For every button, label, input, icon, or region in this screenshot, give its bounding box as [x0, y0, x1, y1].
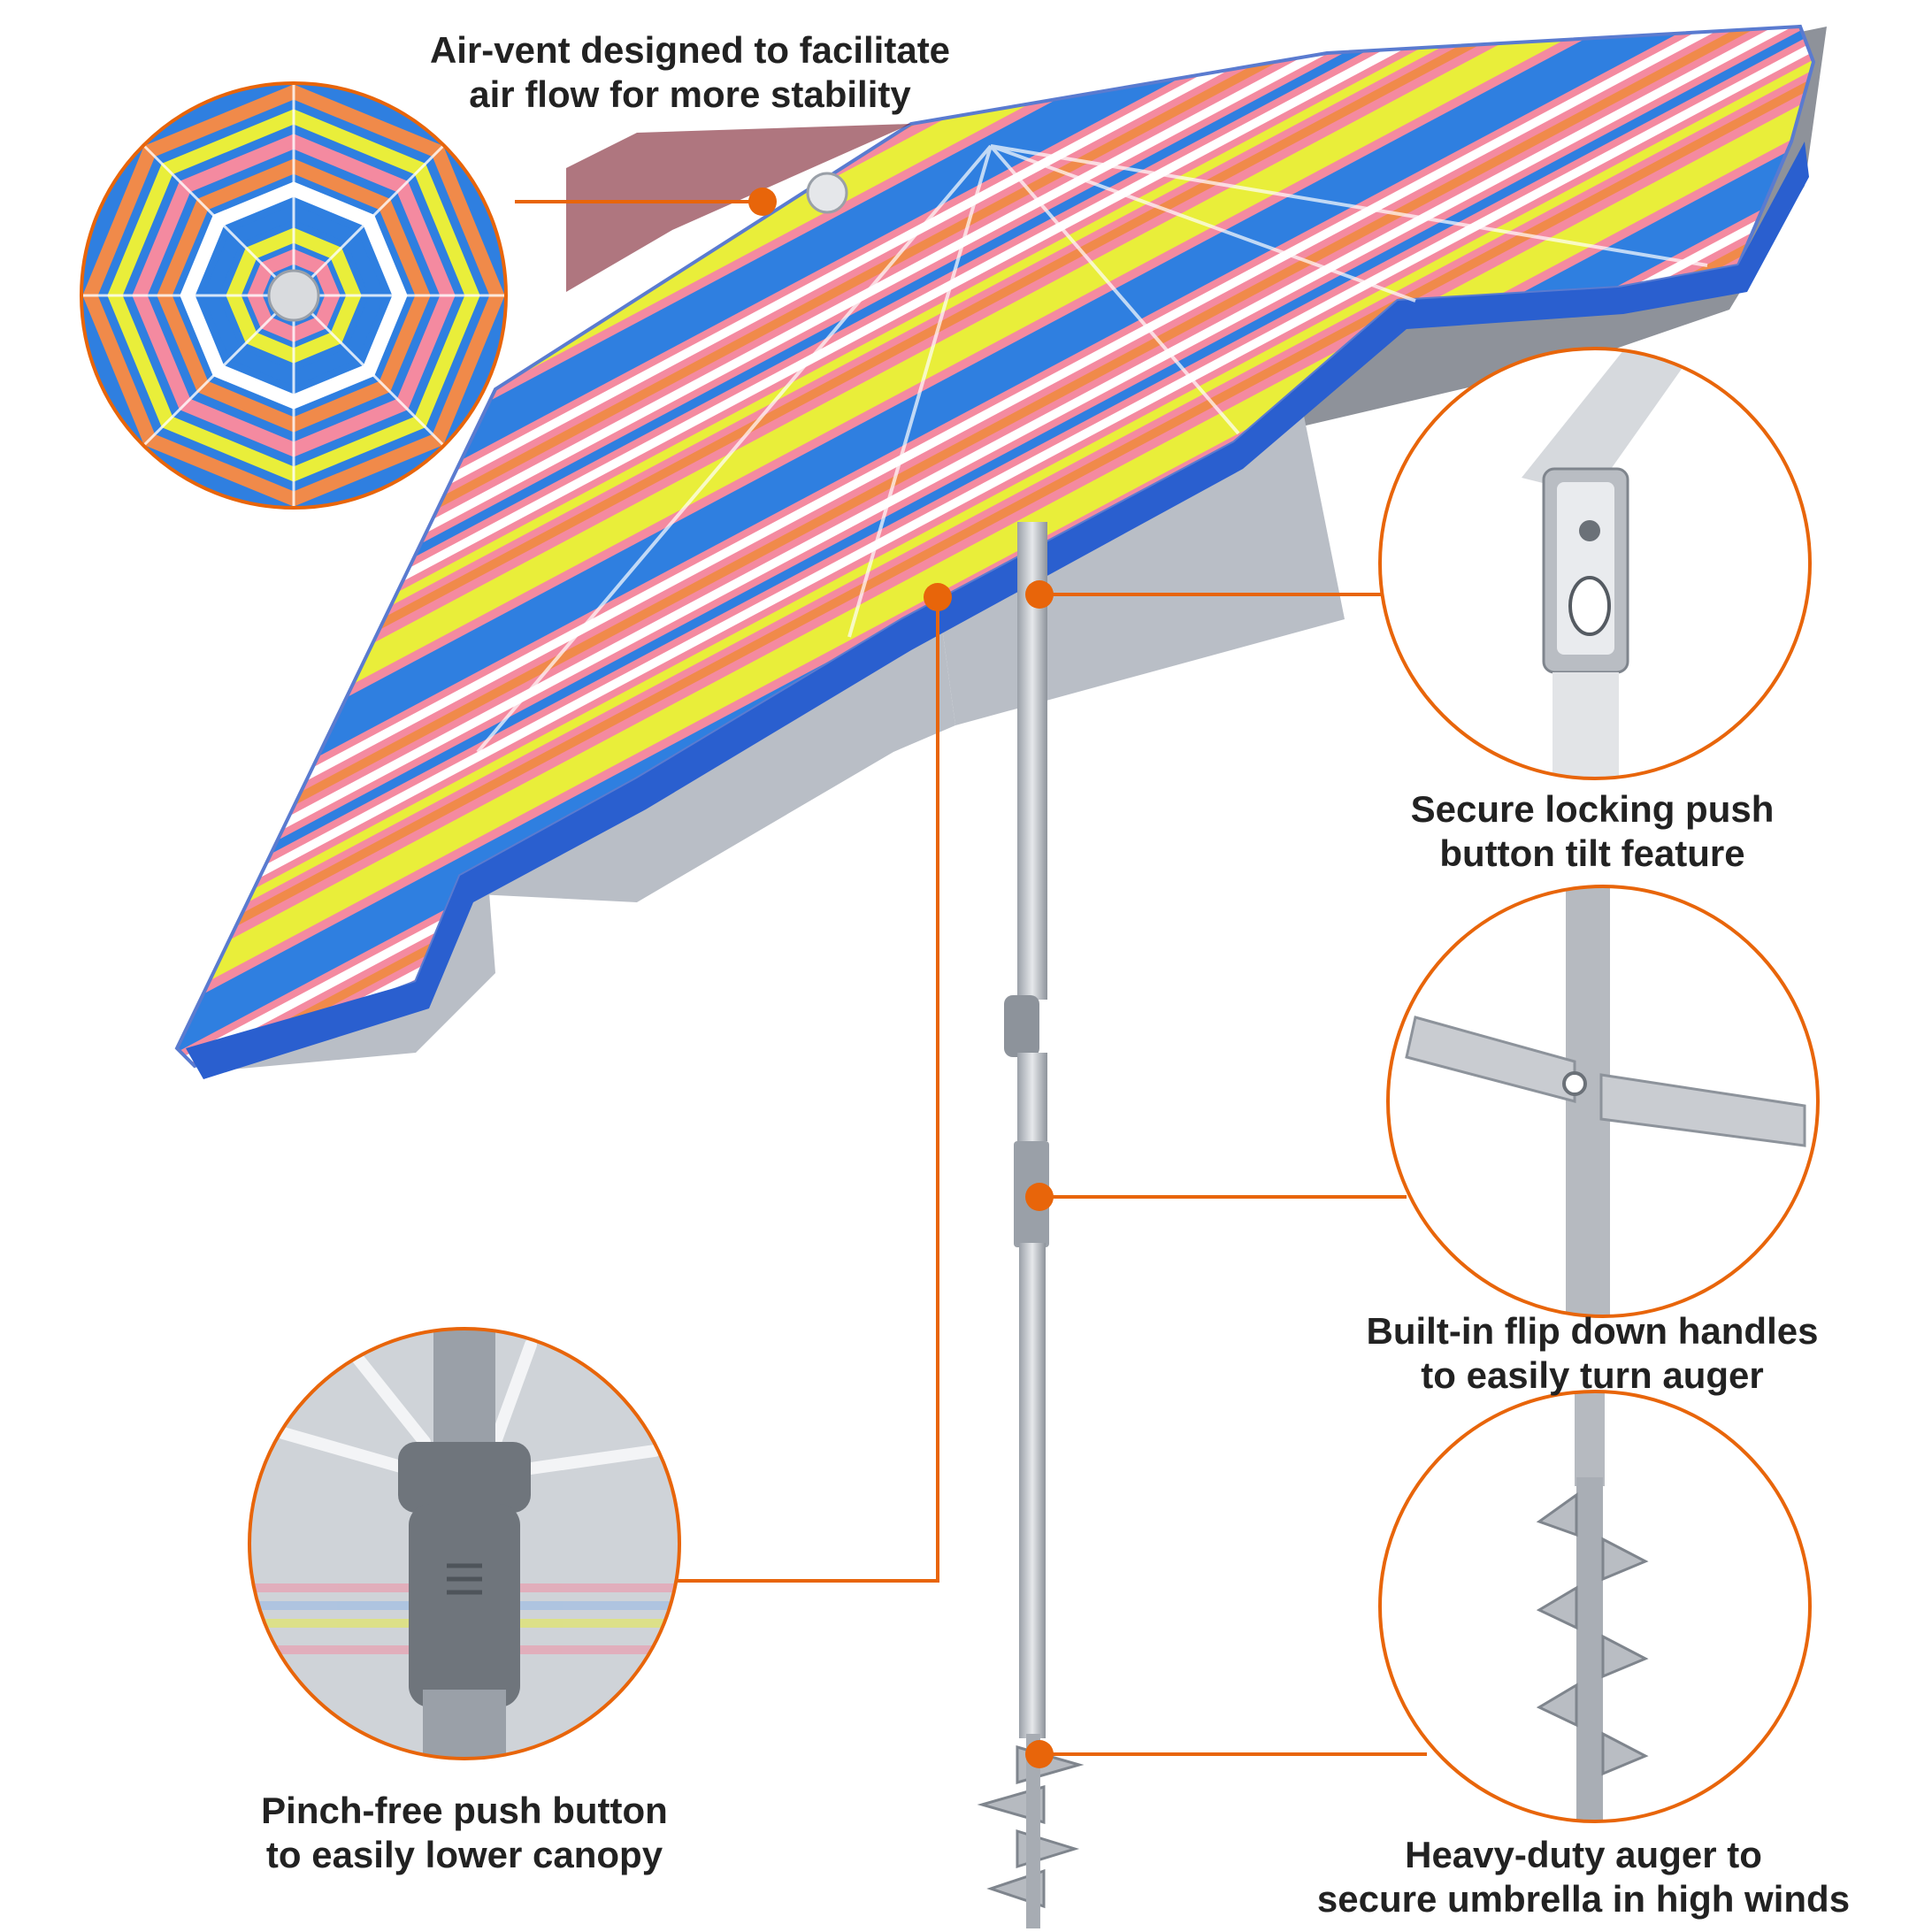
label-push-button: Pinch-free push button to easily lower c… — [212, 1789, 717, 1877]
label-air-vent: Air-vent designed to facilitate air flow… — [380, 28, 1000, 117]
umbrella-canopy — [174, 24, 1827, 1079]
label-handles-line1: Built-in flip down handles — [1366, 1310, 1819, 1352]
inset-canopy-top-view — [80, 81, 508, 510]
label-handles-line2: to easily turn auger — [1421, 1354, 1764, 1396]
inset-flip-handles — [1386, 885, 1820, 1318]
label-tilt: Secure locking push button tilt feature — [1353, 787, 1831, 876]
label-auger: Heavy-duty auger to secure umbrella in h… — [1274, 1833, 1893, 1921]
umbrella-pole — [977, 522, 1085, 1928]
label-auger-line1: Heavy-duty auger to — [1405, 1834, 1762, 1875]
label-auger-line2: secure umbrella in high winds — [1316, 1878, 1851, 1920]
label-push-button-line1: Pinch-free push button — [261, 1790, 668, 1831]
label-air-vent-line1: Air-vent designed to facilitate — [429, 29, 951, 71]
label-tilt-line1: Secure locking push — [1410, 788, 1775, 830]
callout-leaders — [515, 188, 1427, 1768]
inset-tilt-mechanism — [1378, 347, 1812, 780]
label-push-button-line2: to easily lower canopy — [265, 1834, 663, 1875]
label-air-vent-line2: air flow for more stability — [469, 73, 911, 115]
inset-push-button — [248, 1327, 681, 1760]
label-tilt-line2: button tilt feature — [1439, 832, 1745, 874]
label-handles: Built-in flip down handles to easily tur… — [1318, 1309, 1867, 1398]
inset-auger — [1378, 1390, 1812, 1823]
